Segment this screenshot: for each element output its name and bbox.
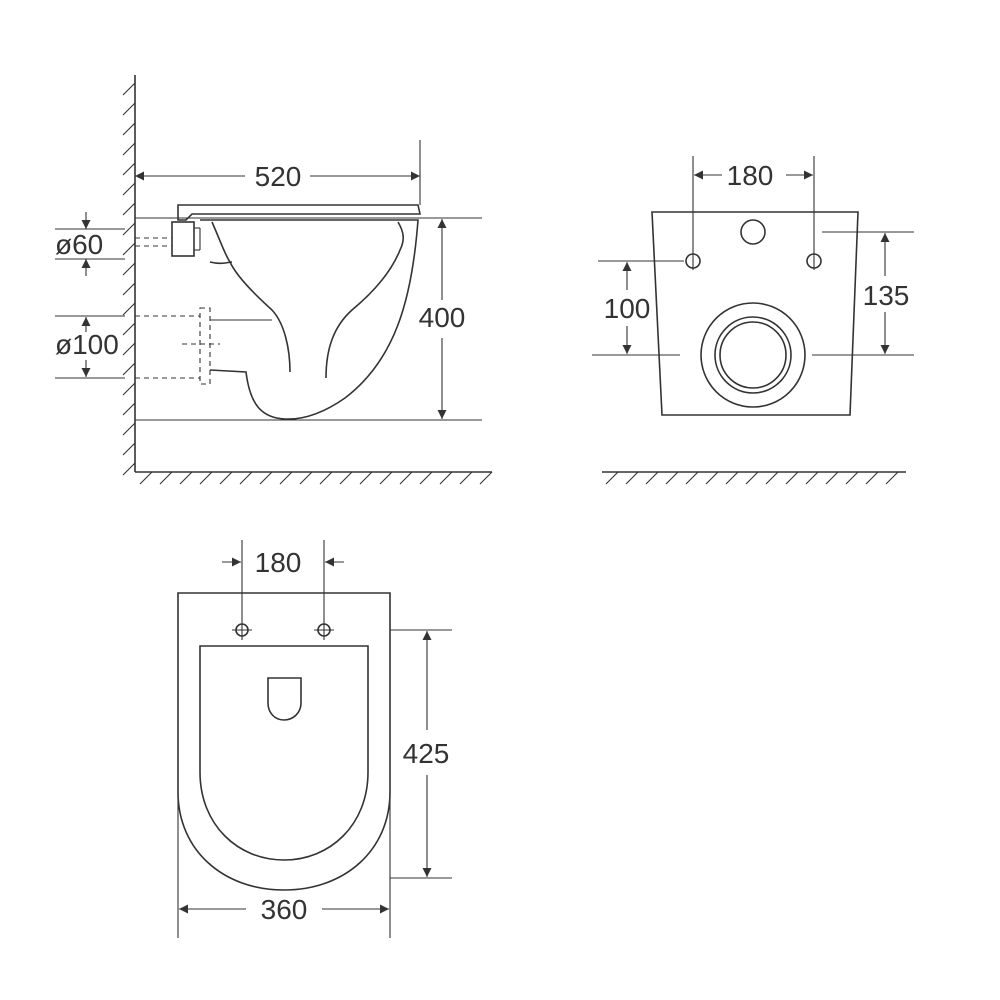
outlet-rings	[700, 302, 806, 408]
rear-dim-100-label: 100	[604, 293, 651, 324]
dim-400-label: 400	[419, 302, 466, 333]
dim-outlet-diameter-label: ø100	[55, 329, 119, 360]
rear-floor-hatch	[605, 471, 899, 485]
top-dim-360-label: 360	[261, 894, 308, 925]
top-bolt-left	[232, 620, 252, 640]
top-outline-outer	[177, 592, 391, 891]
top-bolt-right	[314, 620, 334, 640]
rear-view: 180 100 135	[592, 156, 914, 485]
top-dim-180-label: 180	[255, 547, 302, 578]
bowl-outline	[200, 219, 419, 420]
dim-inlet-diameter-label: ø60	[55, 229, 103, 260]
dim-520-label: 520	[255, 161, 302, 192]
water-inlet-hole	[740, 219, 766, 245]
top-dim-425-label: 425	[403, 738, 450, 769]
rear-dim-180-label: 180	[727, 160, 774, 191]
side-view: 520 400 ø60 ø100	[55, 75, 493, 485]
outlet-pipe	[135, 307, 272, 385]
rear-outline	[651, 211, 859, 416]
mounting-block	[171, 221, 195, 257]
bowl-trap	[211, 221, 404, 379]
wall-hatch	[122, 82, 136, 476]
top-view: 180 425 360	[177, 540, 452, 938]
rear-dim-135-label: 135	[863, 280, 910, 311]
top-outline-inner	[199, 645, 369, 861]
flush-rim-opening	[267, 677, 302, 721]
toilet-seat	[177, 204, 421, 221]
floor-hatch	[139, 471, 493, 485]
